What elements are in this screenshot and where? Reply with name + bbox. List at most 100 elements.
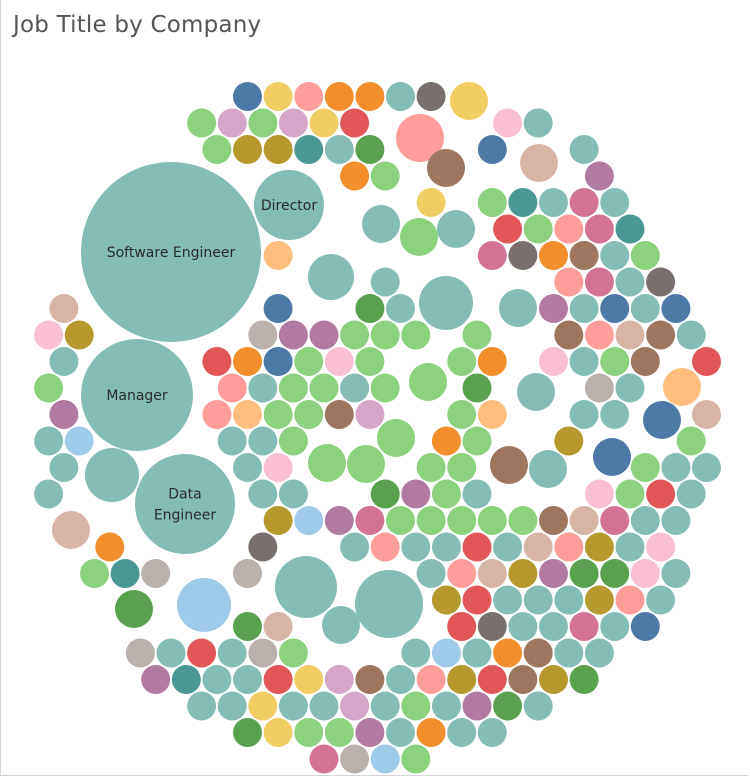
- bubble[interactable]: [263, 241, 293, 270]
- bubble[interactable]: [233, 453, 262, 482]
- bubble[interactable]: [370, 744, 400, 774]
- bubble[interactable]: [324, 82, 354, 111]
- bubble[interactable]: [263, 612, 293, 641]
- bubble[interactable]: [493, 691, 523, 721]
- bubble[interactable]: [263, 135, 293, 164]
- bubble[interactable]: [431, 532, 461, 562]
- bubble[interactable]: [584, 320, 614, 350]
- bubble[interactable]: [49, 347, 79, 376]
- bubble[interactable]: [401, 532, 431, 562]
- bubble[interactable]: [584, 638, 614, 668]
- bubble[interactable]: [477, 135, 507, 164]
- bubble[interactable]: [248, 426, 278, 456]
- bubble[interactable]: [340, 108, 370, 138]
- bubble-director[interactable]: [254, 170, 324, 240]
- bubble[interactable]: [600, 347, 630, 376]
- bubble[interactable]: [447, 400, 477, 429]
- bubble[interactable]: [85, 448, 139, 502]
- bubble[interactable]: [646, 585, 676, 615]
- bubble[interactable]: [370, 320, 400, 350]
- bubble[interactable]: [217, 108, 247, 138]
- bubble[interactable]: [615, 585, 645, 615]
- bubble[interactable]: [431, 426, 461, 456]
- bubble[interactable]: [386, 294, 415, 323]
- bubble[interactable]: [248, 479, 278, 509]
- bubble[interactable]: [263, 718, 293, 747]
- bubble[interactable]: [663, 368, 701, 406]
- bubble[interactable]: [347, 445, 385, 483]
- bubble[interactable]: [202, 347, 232, 376]
- bubble[interactable]: [508, 665, 538, 694]
- bubble[interactable]: [554, 320, 584, 350]
- bubble[interactable]: [308, 444, 346, 482]
- bubble[interactable]: [477, 612, 507, 641]
- bubble[interactable]: [263, 347, 293, 376]
- bubble[interactable]: [340, 744, 370, 774]
- bubble[interactable]: [569, 400, 599, 429]
- bubble[interactable]: [416, 718, 446, 747]
- bubble[interactable]: [462, 479, 492, 509]
- bubble[interactable]: [539, 665, 568, 694]
- bubble[interactable]: [400, 218, 438, 256]
- bubble[interactable]: [493, 585, 523, 615]
- bubble[interactable]: [355, 135, 385, 164]
- bubble[interactable]: [523, 532, 553, 562]
- bubble[interactable]: [615, 532, 645, 562]
- bubble[interactable]: [401, 744, 431, 774]
- bubble[interactable]: [569, 294, 599, 323]
- bubble[interactable]: [248, 532, 278, 562]
- bubble[interactable]: [355, 400, 385, 429]
- bubble-software-engineer[interactable]: [81, 162, 261, 342]
- bubble[interactable]: [615, 214, 645, 244]
- bubble[interactable]: [676, 320, 706, 350]
- bubble[interactable]: [217, 373, 247, 403]
- bubble[interactable]: [34, 479, 64, 509]
- bubble[interactable]: [217, 426, 247, 456]
- bubble[interactable]: [630, 559, 660, 588]
- bubble[interactable]: [80, 559, 109, 588]
- bubble[interactable]: [462, 426, 492, 456]
- bubble[interactable]: [447, 347, 477, 376]
- bubble[interactable]: [523, 214, 553, 244]
- bubble[interactable]: [64, 426, 94, 456]
- bubble[interactable]: [355, 506, 385, 535]
- bubble[interactable]: [462, 320, 492, 350]
- bubble[interactable]: [493, 532, 523, 562]
- bubble[interactable]: [508, 559, 538, 588]
- bubble[interactable]: [202, 665, 232, 694]
- bubble[interactable]: [477, 506, 507, 535]
- bubble[interactable]: [569, 506, 599, 535]
- bubble[interactable]: [676, 426, 706, 456]
- bubble[interactable]: [370, 267, 400, 297]
- bubble[interactable]: [646, 532, 676, 562]
- bubble[interactable]: [477, 718, 507, 747]
- bubble[interactable]: [427, 149, 465, 187]
- bubble[interactable]: [600, 294, 630, 323]
- bubble[interactable]: [520, 144, 558, 182]
- bubble[interactable]: [324, 665, 354, 694]
- bubble[interactable]: [294, 665, 324, 694]
- bubble[interactable]: [248, 108, 278, 138]
- bubble[interactable]: [462, 638, 492, 668]
- bubble[interactable]: [416, 82, 446, 111]
- bubble[interactable]: [593, 438, 631, 476]
- bubble[interactable]: [401, 638, 431, 668]
- bubble[interactable]: [386, 82, 415, 111]
- bubble[interactable]: [615, 320, 645, 350]
- bubble[interactable]: [584, 161, 614, 191]
- bubble[interactable]: [600, 188, 630, 217]
- bubble[interactable]: [676, 479, 706, 509]
- bubble[interactable]: [462, 532, 492, 562]
- bubble[interactable]: [447, 453, 477, 482]
- bubble[interactable]: [490, 446, 528, 484]
- bubble[interactable]: [370, 373, 400, 403]
- bubble[interactable]: [477, 400, 507, 429]
- bubble[interactable]: [324, 347, 354, 376]
- bubble[interactable]: [233, 347, 262, 376]
- bubble[interactable]: [499, 289, 537, 327]
- bubble[interactable]: [643, 401, 681, 439]
- bubble[interactable]: [278, 691, 308, 721]
- bubble[interactable]: [217, 691, 247, 721]
- bubble[interactable]: [523, 108, 553, 138]
- bubble[interactable]: [600, 400, 630, 429]
